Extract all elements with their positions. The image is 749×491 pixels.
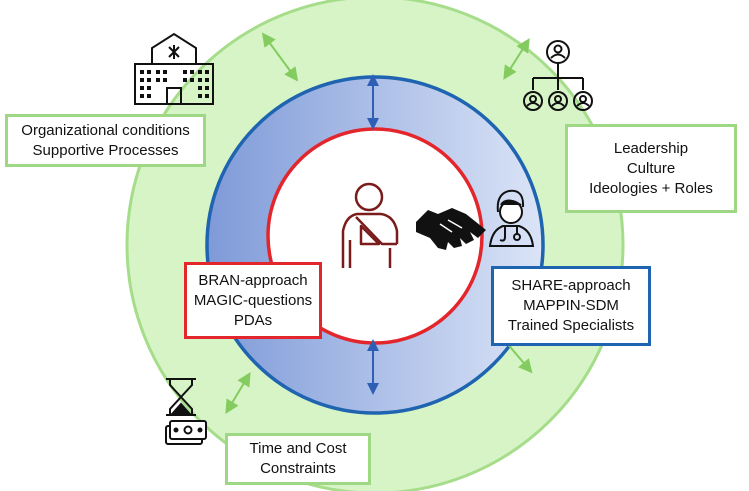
bran-approach-box: BRAN-approach MAGIC-questions PDAs (184, 262, 322, 339)
leadership-line2: Culture (626, 159, 676, 177)
share-line1: SHARE-approach (511, 277, 631, 294)
time-cost-line2: Constraints (260, 460, 336, 477)
share-approach-box: SHARE-approach MAPPIN-SDM Trained Specia… (491, 266, 651, 346)
doctor-icon (488, 189, 535, 247)
org-chart-icon (523, 40, 593, 111)
organizational-line2: Supportive Processes (32, 141, 179, 159)
leadership-line1: Leadership (613, 139, 689, 157)
leadership-line3: Ideologies + Roles (589, 179, 713, 197)
bran-line3: PDAs (233, 311, 273, 329)
share-line3: Trained Specialists (507, 317, 635, 334)
arrow-bottom-left-green (225, 371, 251, 415)
organizational-line1: Organizational conditions (21, 121, 190, 139)
share-line2: MAPPIN-SDM (523, 297, 619, 314)
time-cost-box: Time and Cost Constraints (225, 433, 371, 485)
time-cost-line1: Time and Cost (249, 440, 347, 457)
hospital-building-icon (134, 32, 214, 105)
hourglass-money-icon (165, 378, 207, 445)
organizational-conditions-box: Organizational conditions Supportive Pro… (5, 114, 206, 167)
patient-arm-sling-icon (341, 182, 399, 268)
arrow-top-right-green (503, 38, 530, 80)
handshake-icon (416, 208, 486, 250)
bran-line1: BRAN-approach (198, 271, 308, 289)
arrow-top-green (261, 32, 299, 82)
leadership-box: Leadership Culture Ideologies + Roles (565, 124, 737, 213)
bran-line2: MAGIC-questions (193, 291, 313, 309)
